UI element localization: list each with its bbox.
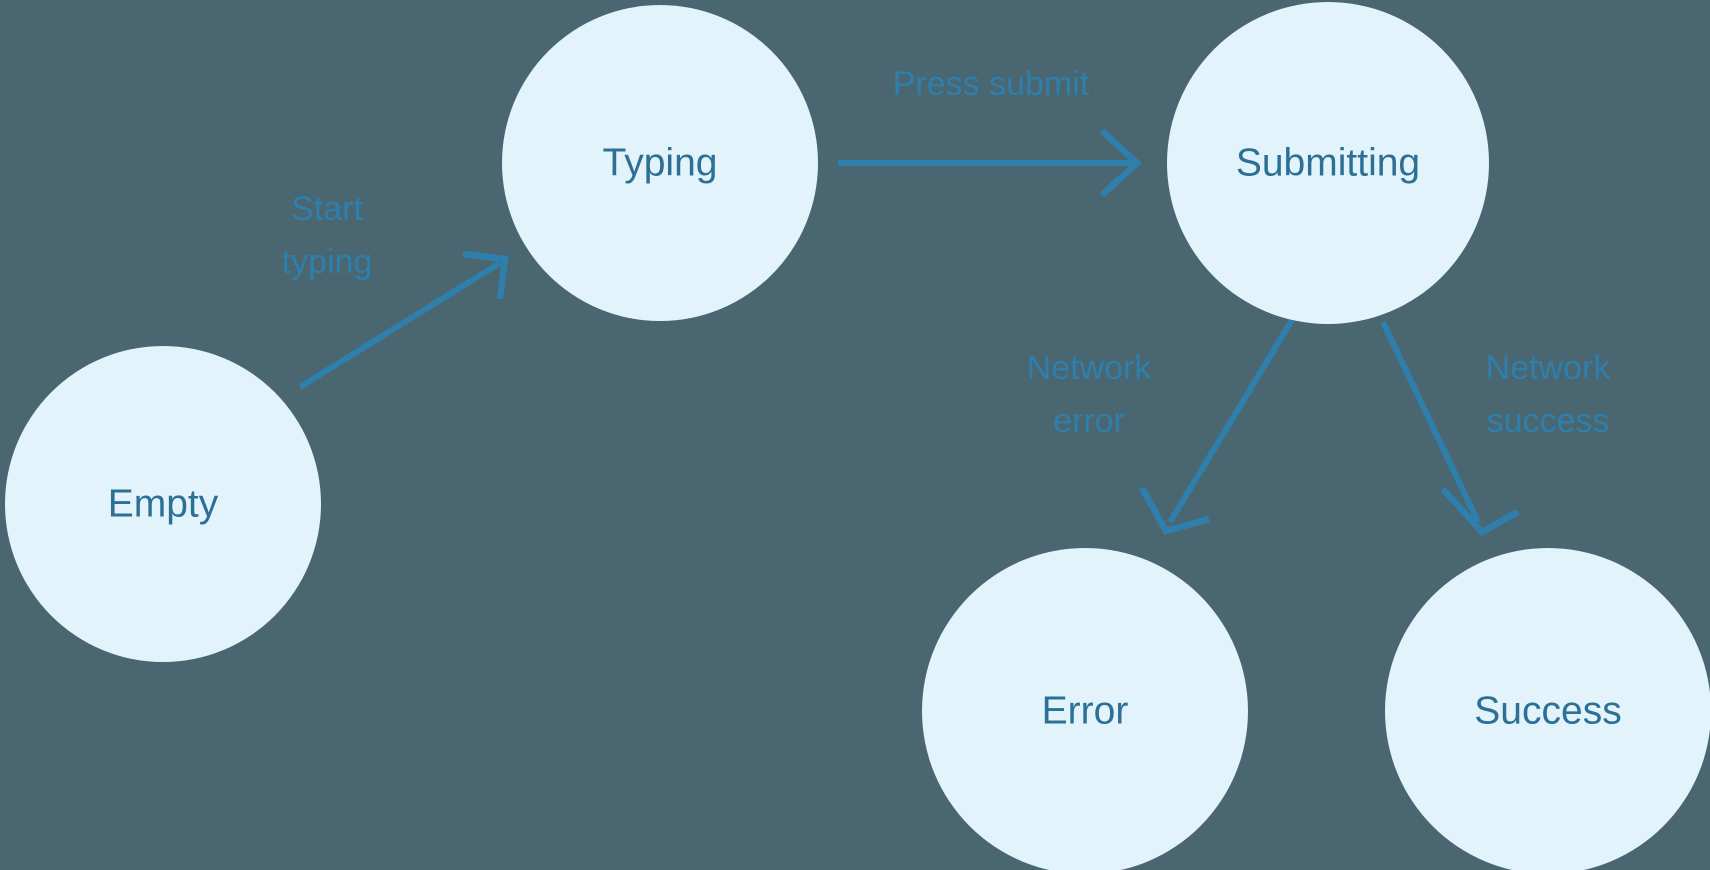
node-empty[interactable]: Empty xyxy=(5,346,321,662)
edge-submitting-to-error xyxy=(1139,318,1295,535)
edge-submitting-to-success xyxy=(1380,320,1520,537)
edge-label-network-error: Network error xyxy=(1027,349,1153,440)
edge-label-start-typing-line1: Start xyxy=(291,190,363,228)
node-error-label: Error xyxy=(1042,689,1129,732)
node-typing-circle[interactable] xyxy=(502,5,818,321)
node-success[interactable]: Success xyxy=(1385,548,1710,870)
edge-empty-to-typing xyxy=(298,250,509,390)
node-typing-label: Typing xyxy=(603,141,718,184)
edge-label-network-error-line2: error xyxy=(1053,402,1125,440)
edge-label-press-submit: Press submit xyxy=(893,65,1090,103)
node-submitting-label: Submitting xyxy=(1236,141,1420,184)
edge-empty-to-typing-arrowhead xyxy=(462,250,509,300)
edge-submitting-to-success-arrowhead xyxy=(1440,486,1520,537)
edge-typing-to-submitting xyxy=(838,128,1142,198)
node-submitting[interactable]: Submitting xyxy=(1167,2,1489,324)
edge-submitting-to-success-line xyxy=(1380,320,1481,524)
node-error-circle[interactable] xyxy=(922,548,1248,870)
node-error[interactable]: Error xyxy=(922,548,1248,870)
edge-typing-to-submitting-arrowhead xyxy=(1099,128,1142,198)
edge-label-network-success-line1: Network xyxy=(1486,349,1612,387)
node-success-circle[interactable] xyxy=(1385,548,1710,870)
edge-label-network-success: Network success xyxy=(1486,349,1612,440)
edge-empty-to-typing-line xyxy=(298,260,502,390)
node-empty-circle[interactable] xyxy=(5,346,321,662)
node-empty-label: Empty xyxy=(108,482,219,525)
node-typing[interactable]: Typing xyxy=(502,5,818,321)
edge-label-press-submit-line1: Press submit xyxy=(893,65,1090,103)
edge-label-network-success-line2: success xyxy=(1487,402,1610,440)
edge-label-start-typing: Start typing xyxy=(282,190,373,281)
edge-label-start-typing-line2: typing xyxy=(282,243,373,281)
edge-label-network-error-line1: Network xyxy=(1027,349,1153,387)
edge-submitting-to-error-arrowhead xyxy=(1139,486,1210,535)
edge-submitting-to-error-line xyxy=(1167,318,1295,524)
node-submitting-circle[interactable] xyxy=(1167,2,1489,324)
node-success-label: Success xyxy=(1474,689,1621,732)
